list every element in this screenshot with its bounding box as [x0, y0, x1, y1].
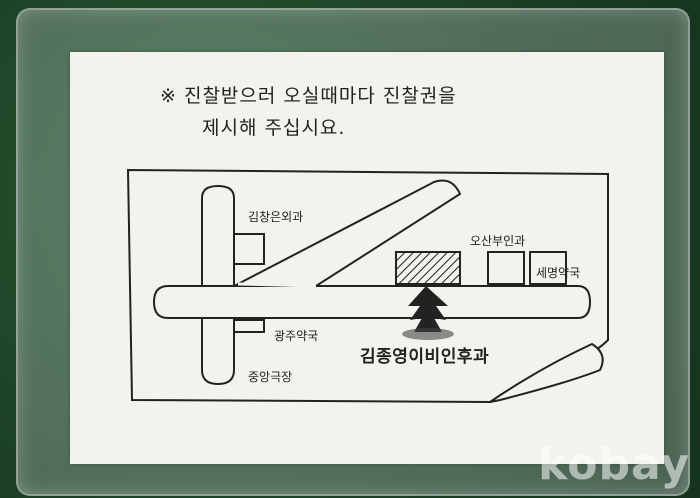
label-hospital: 김종영이비인후과: [360, 347, 490, 367]
label-clinic-left: 김창은외과: [248, 210, 304, 224]
appointment-card: ※ 진찰받으러 오실때마다 진찰권을 제시해 주십시요.: [70, 52, 664, 464]
watermark: kobay: [538, 439, 690, 490]
building-left-clinic: [233, 233, 265, 265]
directions-map: [126, 168, 609, 404]
notice-text: ※ 진찰받으러 오실때마다 진찰권을 제시해 주십시요.: [160, 80, 620, 144]
arrow-base: [402, 328, 454, 340]
building-pharmacy-right: [529, 251, 567, 285]
label-pharmacy-left: 광주약국: [274, 329, 319, 343]
label-pharmacy-right: 세명약국: [536, 266, 581, 280]
road-diagonal: [234, 179, 462, 288]
notice-line-1: ※ 진찰받으러 오실때마다 진찰권을: [160, 85, 457, 107]
label-clinic-right: 오산부인과: [470, 234, 526, 248]
road-horizontal: [152, 285, 592, 319]
road-junction: [204, 288, 232, 316]
label-theater: 중앙극장: [248, 370, 293, 384]
notice-line-2: 제시해 주십시요.: [202, 117, 346, 139]
curled-corner: [489, 342, 604, 403]
building-left-pharmacy: [233, 319, 265, 333]
building-hospital: [395, 251, 461, 285]
building-obgyn: [487, 251, 525, 285]
arrow-icon: [408, 286, 448, 332]
